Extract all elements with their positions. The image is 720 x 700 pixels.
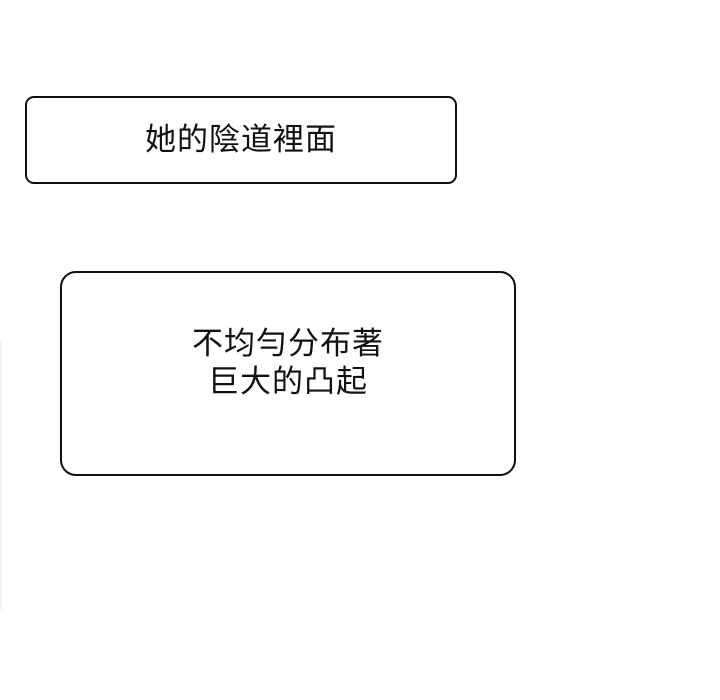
- caption-line-1: 不均勻分布著: [192, 325, 384, 362]
- caption-box-1: 她的陰道裡面: [25, 96, 457, 184]
- caption-box-2: 不均勻分布著 巨大的凸起: [60, 271, 516, 476]
- caption-line-2: 巨大的凸起: [208, 363, 368, 400]
- caption-text: 不均勻分布著 巨大的凸起: [192, 325, 384, 401]
- caption-text: 她的陰道裡面: [145, 122, 337, 158]
- panel-edge-shade: [0, 340, 2, 610]
